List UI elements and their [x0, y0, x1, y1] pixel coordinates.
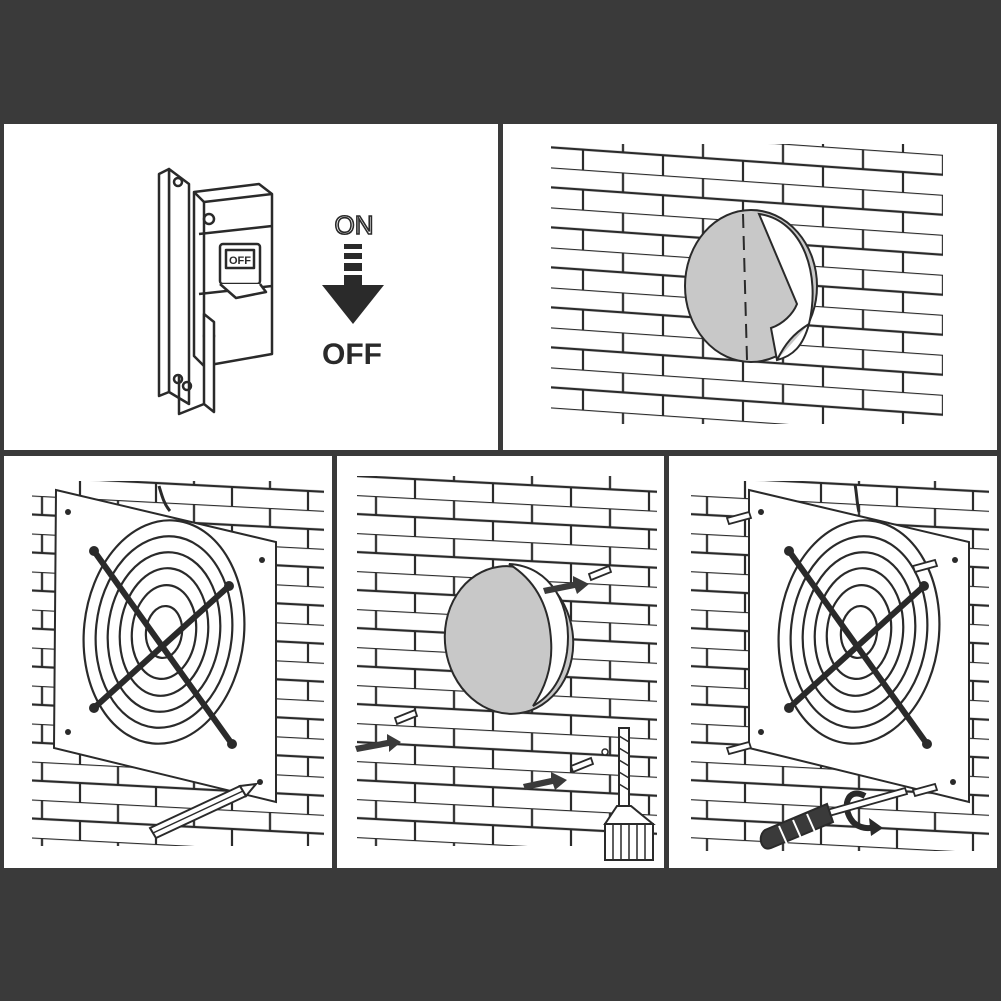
fan-unit: [52, 488, 277, 804]
step-4-illustration: [355, 476, 657, 861]
fan-unit: [748, 488, 970, 804]
template-icon: [443, 563, 575, 715]
step-3-illustration: [32, 481, 324, 846]
switch-label: OFF: [229, 255, 251, 267]
power-cable: [853, 483, 861, 513]
fan-guard-icon: [82, 519, 246, 746]
screwdriver-icon: [759, 786, 909, 850]
step-5-panel: [669, 456, 997, 868]
step-4-panel: [337, 456, 664, 868]
state-on-label: ON: [335, 210, 374, 240]
insert-arrows: [355, 576, 589, 790]
rotate-arrow: [843, 790, 883, 836]
step-2-panel: [503, 124, 997, 450]
arrow-down-icon: [322, 244, 384, 324]
circuit-breaker-icon: [157, 167, 274, 416]
step-3-panel: [4, 456, 332, 868]
step-1-panel: OFF ON OFF: [4, 124, 498, 450]
power-cable: [157, 485, 172, 512]
template-icon: [684, 209, 818, 363]
fan-guard-icon: [777, 519, 941, 746]
step-2-illustration: [551, 144, 943, 424]
step-5-illustration: [691, 481, 989, 851]
step-1-illustration: OFF ON OFF: [157, 167, 384, 416]
wall-plug-icon: [725, 510, 939, 798]
drill-icon: [603, 727, 656, 861]
state-off-label: OFF: [322, 338, 382, 371]
wall-plug-icon: [393, 564, 613, 774]
pencil-icon: [148, 782, 259, 840]
